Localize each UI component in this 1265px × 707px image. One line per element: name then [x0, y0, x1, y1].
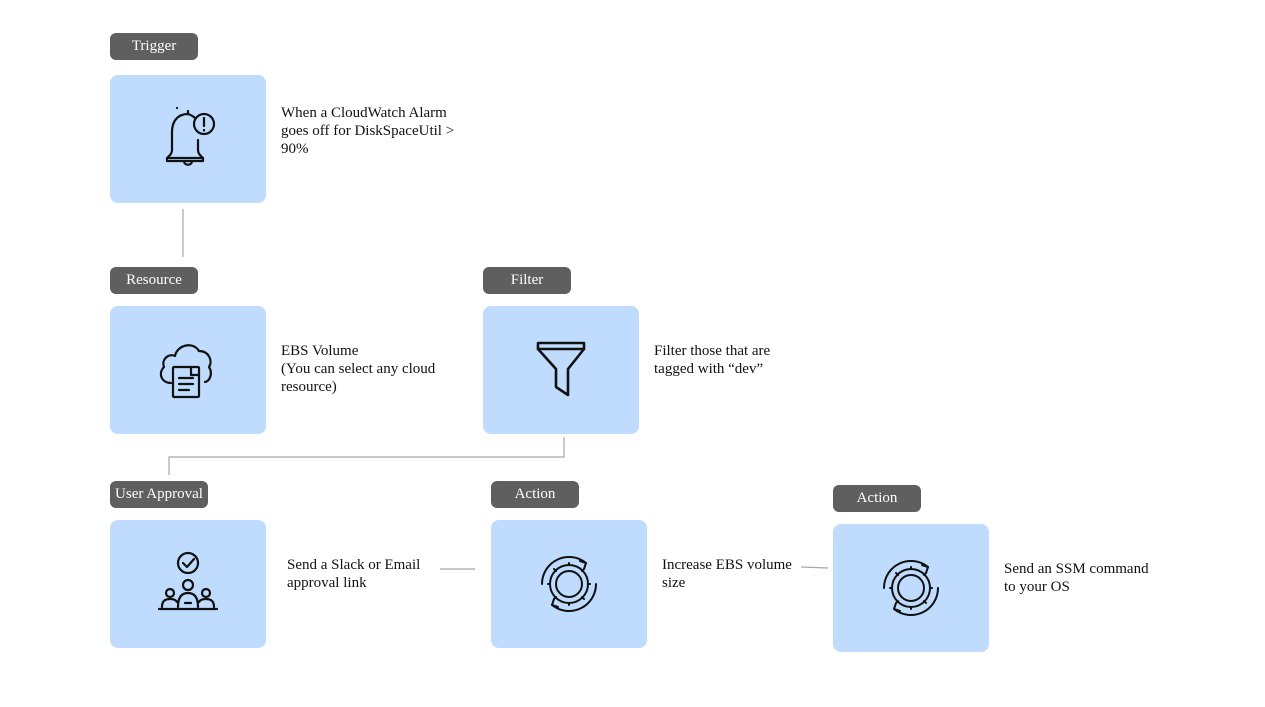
resource-card[interactable]	[110, 306, 266, 434]
gear-refresh-icon	[541, 556, 597, 612]
user-approval-icon	[157, 551, 219, 611]
gear-refresh-icon	[883, 560, 939, 616]
funnel-icon	[536, 341, 586, 397]
action-2-description: Send an SSM command to your OS	[1004, 561, 1149, 595]
filter-description: Filter those that are tagged with “dev”	[654, 343, 771, 377]
trigger-card[interactable]	[110, 75, 266, 203]
action-1-label: Action	[491, 481, 579, 508]
action-1-description: Increase EBS volume size	[662, 557, 792, 591]
bell-alert-icon	[165, 106, 216, 166]
action-to-action-connector	[800, 566, 829, 569]
filter-card[interactable]	[483, 306, 639, 434]
trigger-description: When a CloudWatch Alarm goes off for Dis…	[281, 105, 455, 157]
approval-label: User Approval	[110, 481, 208, 508]
resource-label: Resource	[110, 267, 198, 294]
approval-description: Send a Slack or Email approval link	[287, 557, 421, 591]
resource-description: EBS Volume (You can select any cloud res…	[281, 343, 436, 395]
trigger-label: Trigger	[110, 33, 198, 60]
filter-label: Filter	[483, 267, 571, 294]
action-2-label: Action	[833, 485, 921, 512]
approval-card[interactable]	[110, 520, 266, 648]
action-2-card[interactable]	[833, 524, 989, 652]
cloud-document-icon	[159, 344, 212, 399]
filter-to-approval-connector	[168, 437, 565, 475]
action-1-card[interactable]	[491, 520, 647, 648]
